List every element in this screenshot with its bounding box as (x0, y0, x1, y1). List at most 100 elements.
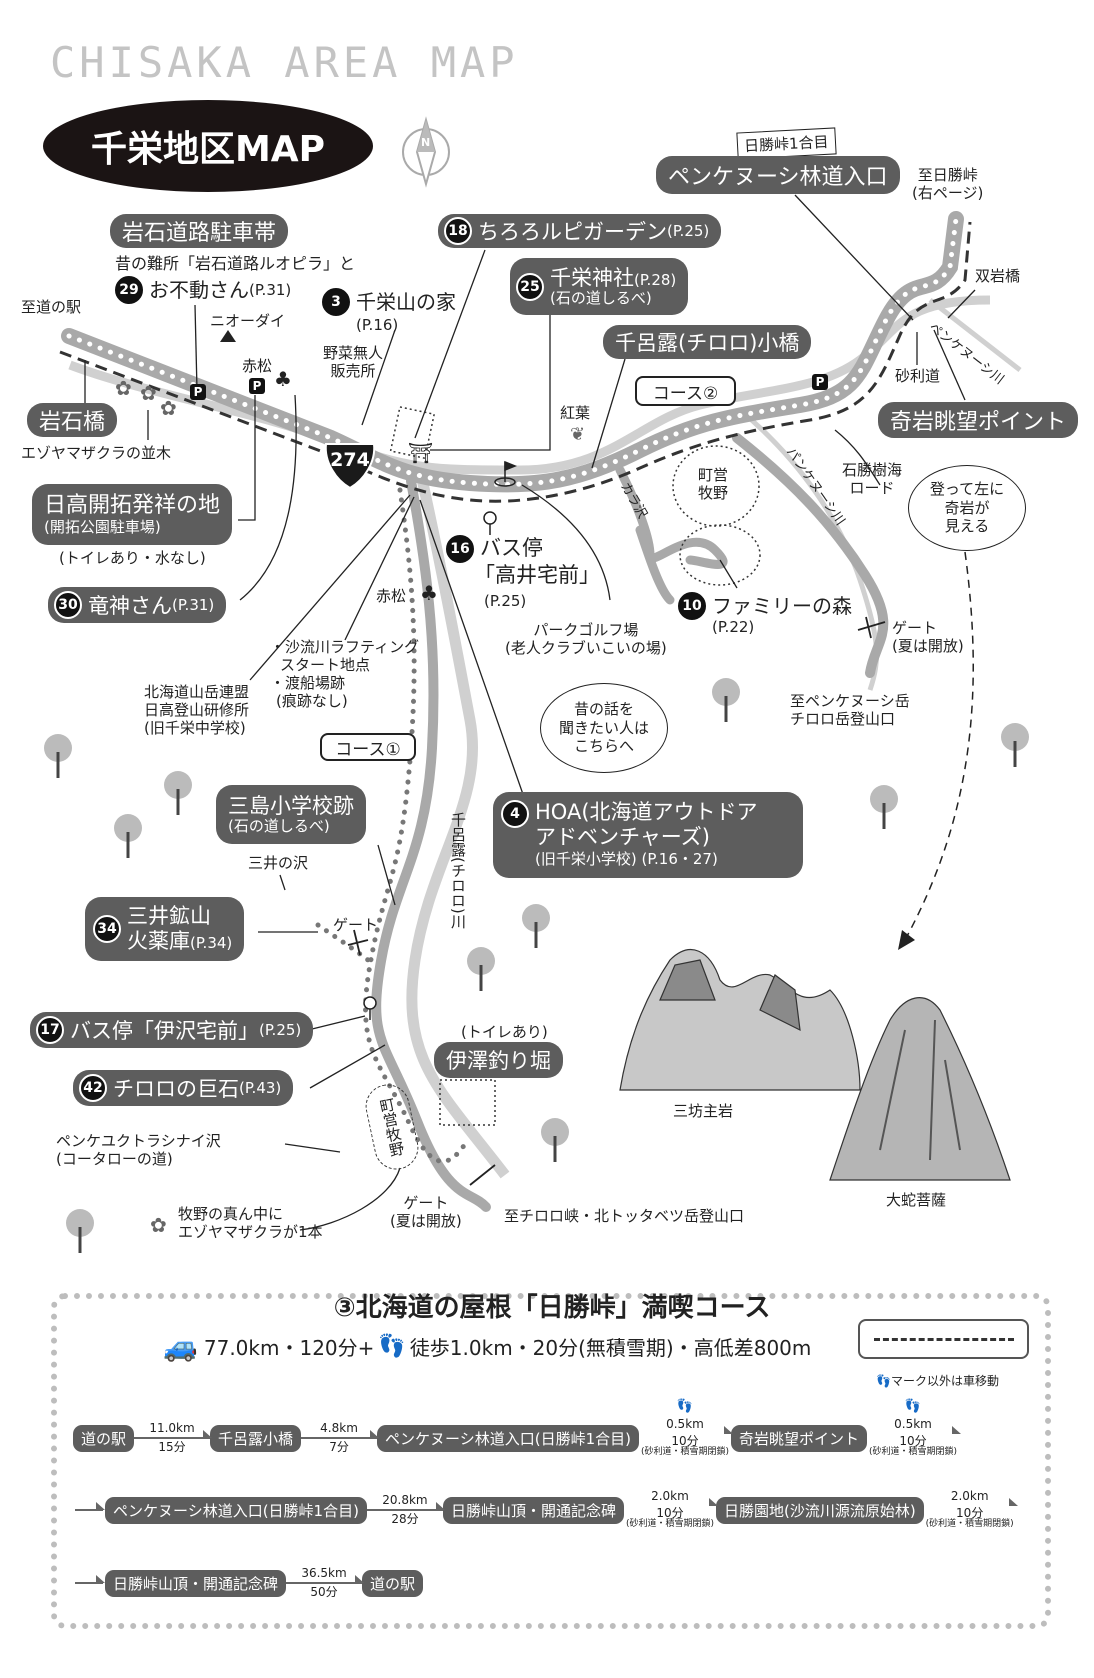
footprints-icon: 👣 (904, 1399, 922, 1414)
leg-note: (砂利道・積雪期閉鎖) (868, 1447, 958, 1458)
leg-distance: 36.5km (301, 1565, 347, 1580)
course-arrow (134, 1430, 213, 1439)
family-forest-area (679, 524, 761, 586)
legend-dashed-line (873, 1337, 1014, 1341)
label-daija-bosatsu: 大蛇菩薩 (886, 1191, 947, 1209)
sanbouzu-rock-illustration (619, 949, 861, 1091)
footprints-icon: 👣 (876, 1374, 891, 1388)
label-hidaka-kaitaku[interactable]: 日高開拓発祥の地(開拓公園駐車場) (32, 484, 233, 545)
walk-summary: 徒歩1.0km・20分(無積雪期)・高低差800m (409, 1336, 812, 1360)
label-gate-3: ゲート(夏は開放) (390, 1194, 462, 1230)
label-chisaka-shrine[interactable]: 25 千栄神社(P.28)(石の道しるべ) (510, 258, 689, 315)
map-title-badge: 千栄地区MAP (43, 100, 373, 192)
course-arrow (301, 1430, 380, 1439)
label-iwaishi-parking[interactable]: 岩石道路駐車帯 (110, 214, 289, 248)
course-summary: 🚙 77.0km・120分+ 👣 徒歩1.0km・20分(無積雪期)・高低差80… (163, 1330, 811, 1363)
label-penkenushi-entrance[interactable]: ペンケヌーシ林道入口 (656, 156, 900, 194)
car-summary: 77.0km・120分+ (203, 1336, 375, 1360)
compass-icon: N (398, 116, 454, 188)
sakura-icon: ✿ (140, 381, 157, 405)
leg-distance: 4.8km (320, 1420, 358, 1435)
label-gate-1: ゲート(夏は開放) (892, 619, 964, 655)
kigan-bubble: 登って左に奇岩が見える (908, 465, 1026, 551)
legend-box (858, 1319, 1029, 1359)
sakura-icon: ✿ (160, 396, 177, 420)
label-akamatsu-2: 赤松 (376, 587, 407, 605)
karasawa-road-2 (635, 525, 675, 605)
sakura-icon: ✿ (115, 376, 132, 400)
parking-icon: P (812, 374, 828, 390)
label-bus-takai-page: (P.25) (484, 592, 527, 610)
label-nioodai: ニオーダイ (210, 312, 286, 330)
label-izawa-toilet: (トイレあり) (461, 1023, 548, 1041)
leg-time: 10分 (656, 1506, 684, 1521)
leg-distance: 11.0km (149, 1420, 195, 1435)
leg-distance: 0.5km (666, 1416, 704, 1431)
label-kouyou: 紅葉 (560, 404, 591, 422)
label-to-penkenushi-dake: 至ペンケヌーシ岳チロロ岳登山口 (790, 692, 910, 728)
label-kigan-point[interactable]: 奇岩眺望ポイント (878, 402, 1079, 438)
label-izawa-pond[interactable]: 伊澤釣り堀 (434, 1042, 563, 1078)
mitsui-text: 三井鉱山火薬庫(P.34) (127, 903, 233, 953)
course1-trail (363, 487, 471, 1164)
leg-distance: 2.0km (950, 1488, 989, 1503)
course-stop: 日勝峠山頂・開通記念碑 (105, 1569, 287, 1597)
course-leg: 4.8km 7分 (301, 1418, 380, 1458)
label-course1[interactable]: コース① (320, 733, 416, 761)
label-sakura-single: 牧野の真ん中にエゾヤマザクラが1本 (178, 1205, 323, 1241)
arrow-head-icon (898, 930, 915, 950)
course-stop: 奇岩眺望ポイント (730, 1424, 867, 1452)
label-course2[interactable]: コース② (635, 376, 736, 406)
label-penke-sawa: ペンケユクトラシナイ沢(コータローの道) (56, 1132, 221, 1168)
label-chisakayama-page: (P.16) (356, 316, 399, 334)
label-ezoyamazakura-row: エゾヤマザクラの並木 (21, 444, 172, 462)
route-274-dashed (59, 221, 972, 503)
label-to-nissho: 至日勝峠(右ページ) (912, 166, 984, 202)
shrine-text: 千栄神社(P.28)(石の道しるべ) (550, 265, 677, 307)
label-sekisho-road: 石勝樹海ロード (842, 461, 903, 497)
shrine-gate-icon: ⛩ (408, 441, 433, 465)
leg-time: 7分 (329, 1440, 349, 1454)
label-mishima-school[interactable]: 三島小学校跡(石の道しるべ) (216, 785, 366, 844)
footprints-icon: 👣 (378, 1334, 406, 1359)
daija-bosatsu-rock-illustration (829, 997, 1011, 1181)
label-mitsui-mine[interactable]: 34 三井鉱山火薬庫(P.34) (85, 897, 245, 961)
car-icon: 🚙 (163, 1330, 198, 1363)
label-mitsui-sawa: 三井の沢 (248, 854, 309, 872)
label-to-chiroro: 至チロロ峡・北トッタベツ岳登山口 (504, 1207, 745, 1225)
story-bubble: 昔の話を聞きたい人はこちらへ (540, 683, 668, 773)
map-roads: ⛩ ✿ ✿ ✿ ✿ ❦ ♣ ♣ (44, 194, 1029, 1253)
course-stop: 日勝園地(沙流川源流原始林) (715, 1496, 924, 1524)
leg-time: 50分 (310, 1585, 338, 1599)
label-iwaishi-bridge[interactable]: 岩石橋 (27, 403, 118, 437)
leg-time: 10分 (899, 1434, 927, 1449)
label-akamatsu: 赤松 (242, 357, 273, 375)
label-nissho-1gome: 日勝峠1合目 (736, 127, 837, 160)
label-vegetable-stand: 野菜無人販売所 (323, 344, 384, 380)
parking-icon: P (249, 378, 265, 394)
label-fudou-note: 昔の難所「岩石道路ルオピラ」と (115, 254, 356, 273)
leg-distance: 2.0km (651, 1488, 689, 1503)
compass-north-label: N (421, 136, 431, 149)
label-hoa[interactable]: 4 HOA(北海道アウトドアアドベンチャーズ)(旧千栄小学校) (P.16・27… (493, 792, 803, 878)
label-gate-2: ゲート (333, 916, 379, 934)
leg-note: (砂利道・積雪期閉鎖) (640, 1447, 729, 1458)
label-mountain-club: 北海道山岳連盟日高登山研修所(旧千栄中学校) (144, 683, 250, 737)
label-sanbouzu: 三坊主岩 (673, 1102, 734, 1120)
label-chiroro-kobashi[interactable]: 千呂露(チロロ)小橋 (603, 325, 812, 359)
south-road (371, 476, 491, 1212)
